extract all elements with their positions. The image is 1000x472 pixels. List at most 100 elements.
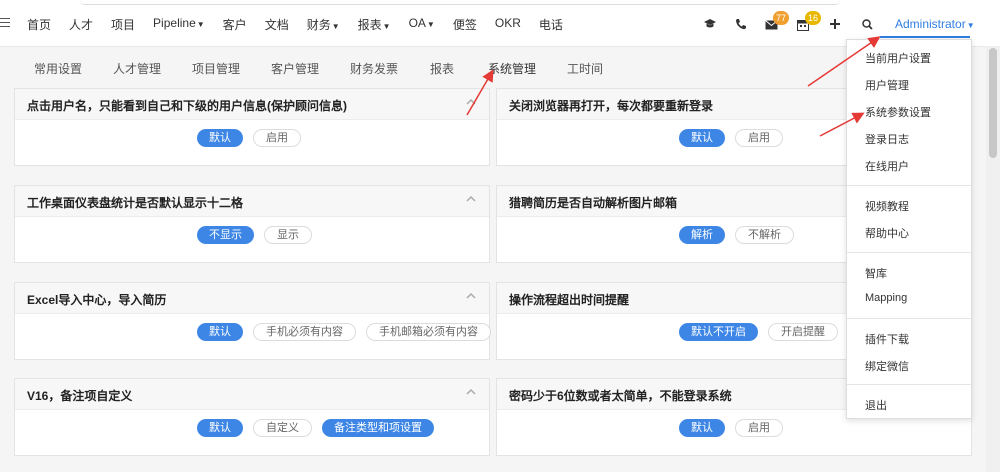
settings-tabs: 常用设置 人才管理 项目管理 客户管理 财务发票 报表 系统管理 工时间 — [0, 52, 1000, 82]
option-hide-button[interactable]: 不显示 — [197, 226, 254, 244]
option-default-button[interactable]: 默认 — [679, 419, 725, 437]
calendar-icon[interactable]: 16 — [797, 11, 821, 34]
caret-down-icon: ▼ — [966, 21, 975, 30]
panel-title: 密码少于6位数或者太简单，不能登录系统 — [509, 389, 732, 403]
panel-title: Excel导入中心，导入简历 — [27, 293, 167, 307]
nav-label: 客户 — [222, 18, 247, 32]
setting-panel: 工作桌面仪表盘统计是否默认显示十二格 不显示 显示 — [14, 185, 490, 263]
tab-project-management[interactable]: 项目管理 — [192, 62, 241, 76]
chevron-up-icon[interactable] — [465, 96, 477, 108]
nav-label: 人才 — [69, 18, 94, 32]
user-menu-underline — [880, 36, 970, 38]
browser-edge — [80, 0, 840, 5]
menu-item-bind-wechat[interactable]: 绑定微信 — [865, 361, 909, 373]
plus-icon[interactable] — [830, 14, 840, 34]
nav-item-pipeline[interactable]: Pipeline▼ — [153, 16, 205, 33]
panel-title: 操作流程超出时间提醒 — [509, 293, 630, 307]
nav-item-phone[interactable]: 电话 — [539, 16, 563, 33]
menu-item-video-tutorials[interactable]: 视频教程 — [865, 201, 909, 213]
nav-item-home[interactable]: 首页 — [27, 16, 51, 33]
top-nav-bar: 首页 人才 项目 Pipeline▼ 客户 文档 财务▼ 报表▼ OA▼ 便签 … — [0, 0, 1000, 47]
nav-item-okr[interactable]: OKR — [495, 16, 521, 33]
remark-type-settings-button[interactable]: 备注类型和项设置 — [322, 419, 434, 437]
calendar-count-badge: 16 — [805, 11, 821, 25]
chevron-up-icon[interactable] — [465, 193, 477, 205]
option-default-button[interactable]: 默认 — [197, 419, 243, 437]
mail-icon[interactable]: 77 — [765, 11, 789, 34]
option-show-button[interactable]: 显示 — [264, 226, 312, 244]
nav-item-finance[interactable]: 财务▼ — [307, 16, 340, 33]
menu-item-login-log[interactable]: 登录日志 — [865, 134, 909, 146]
nav-label: 电话 — [538, 18, 563, 32]
menu-divider — [847, 185, 971, 186]
option-enable-button[interactable]: 启用 — [735, 129, 783, 147]
panel-title: 关闭浏览器再打开，每次都要重新登录 — [509, 99, 714, 113]
menu-item-help-center[interactable]: 帮助中心 — [865, 228, 909, 240]
setting-panel: V16，备注项自定义 默认 自定义 备注类型和项设置 — [14, 378, 490, 456]
tab-talent-management[interactable]: 人才管理 — [113, 62, 162, 76]
panel-header: 点击用户名，只能看到自己和下级的用户信息(保护顾问信息) — [15, 89, 489, 120]
caret-down-icon: ▼ — [382, 22, 391, 31]
nav-item-reports[interactable]: 报表▼ — [358, 16, 391, 33]
option-default-button[interactable]: 默认 — [197, 323, 243, 341]
option-enable-button[interactable]: 启用 — [253, 129, 301, 147]
panel-title: V16，备注项自定义 — [27, 389, 133, 403]
tab-worktime[interactable]: 工时间 — [567, 62, 604, 76]
caret-down-icon: ▼ — [331, 22, 340, 31]
menu-item-online-users[interactable]: 在线用户 — [865, 161, 909, 173]
menu-item-plugin-download[interactable]: 插件下载 — [865, 334, 909, 346]
nav-label: 文档 — [264, 18, 289, 32]
nav-label: 报表 — [357, 18, 382, 32]
menu-item-user-management[interactable]: 用户管理 — [865, 80, 909, 92]
nav-item-notes[interactable]: 便签 — [453, 16, 477, 33]
tab-finance-invoice[interactable]: 财务发票 — [350, 62, 399, 76]
nav-label: OKR — [494, 16, 521, 30]
option-phone-required-button[interactable]: 手机必须有内容 — [253, 323, 356, 341]
menu-divider — [847, 252, 971, 253]
chevron-up-icon[interactable] — [465, 290, 477, 302]
page-scrollbar[interactable] — [986, 46, 1000, 472]
nav-label: 项目 — [111, 18, 136, 32]
option-enable-button[interactable]: 启用 — [735, 419, 783, 437]
option-default-off-button[interactable]: 默认不开启 — [679, 323, 758, 341]
setting-panel: 点击用户名，只能看到自己和下级的用户信息(保护顾问信息) 默认 启用 — [14, 88, 490, 166]
panel-title: 点击用户名，只能看到自己和下级的用户信息(保护顾问信息) — [27, 99, 347, 113]
nav-item-oa[interactable]: OA▼ — [409, 16, 435, 33]
menu-item-system-parameters[interactable]: 系统参数设置 — [865, 107, 931, 119]
nav-label: Pipeline — [153, 16, 196, 30]
option-parse-button[interactable]: 解析 — [679, 226, 725, 244]
menu-divider — [847, 318, 971, 319]
user-name: Administrator — [895, 17, 966, 31]
search-icon[interactable] — [862, 14, 873, 34]
nav-item-project[interactable]: 项目 — [111, 16, 135, 33]
nav-item-talent[interactable]: 人才 — [69, 16, 93, 33]
nav-label: 首页 — [27, 18, 52, 32]
scrollbar-thumb[interactable] — [989, 48, 997, 158]
nav-item-docs[interactable]: 文档 — [265, 16, 289, 33]
nav-item-client[interactable]: 客户 — [223, 16, 247, 33]
tab-system-management[interactable]: 系统管理 — [488, 62, 537, 76]
tab-client-management[interactable]: 客户管理 — [271, 62, 320, 76]
chevron-up-icon[interactable] — [465, 386, 477, 398]
option-default-button[interactable]: 默认 — [679, 129, 725, 147]
option-enable-reminder-button[interactable]: 开启提醒 — [768, 323, 838, 341]
user-menu-trigger[interactable]: Administrator▼ — [895, 17, 975, 31]
menu-item-current-user-settings[interactable]: 当前用户设置 — [865, 53, 931, 65]
tab-reports[interactable]: 报表 — [430, 62, 455, 76]
graduation-cap-icon[interactable] — [703, 14, 717, 34]
menu-item-think-tank[interactable]: 智库 — [865, 268, 887, 280]
menu-item-logout[interactable]: 退出 — [865, 400, 887, 412]
panel-header: 工作桌面仪表盘统计是否默认显示十二格 — [15, 186, 489, 217]
option-default-button[interactable]: 默认 — [197, 129, 243, 147]
mail-count-badge: 77 — [773, 11, 789, 25]
hamburger-menu-icon[interactable] — [0, 18, 10, 27]
phone-icon[interactable] — [735, 14, 747, 34]
option-no-parse-button[interactable]: 不解析 — [735, 226, 794, 244]
setting-panel: Excel导入中心，导入简历 默认 手机必须有内容 手机邮箱必须有内容 — [14, 282, 491, 360]
tab-common-settings[interactable]: 常用设置 — [34, 62, 83, 76]
panel-title: 工作桌面仪表盘统计是否默认显示十二格 — [27, 196, 244, 210]
panel-title: 猎聘简历是否自动解析图片邮箱 — [509, 196, 678, 210]
option-custom-button[interactable]: 自定义 — [253, 419, 312, 437]
option-phone-email-required-button[interactable]: 手机邮箱必须有内容 — [366, 323, 491, 341]
menu-item-mapping[interactable]: Mapping — [865, 292, 908, 304]
